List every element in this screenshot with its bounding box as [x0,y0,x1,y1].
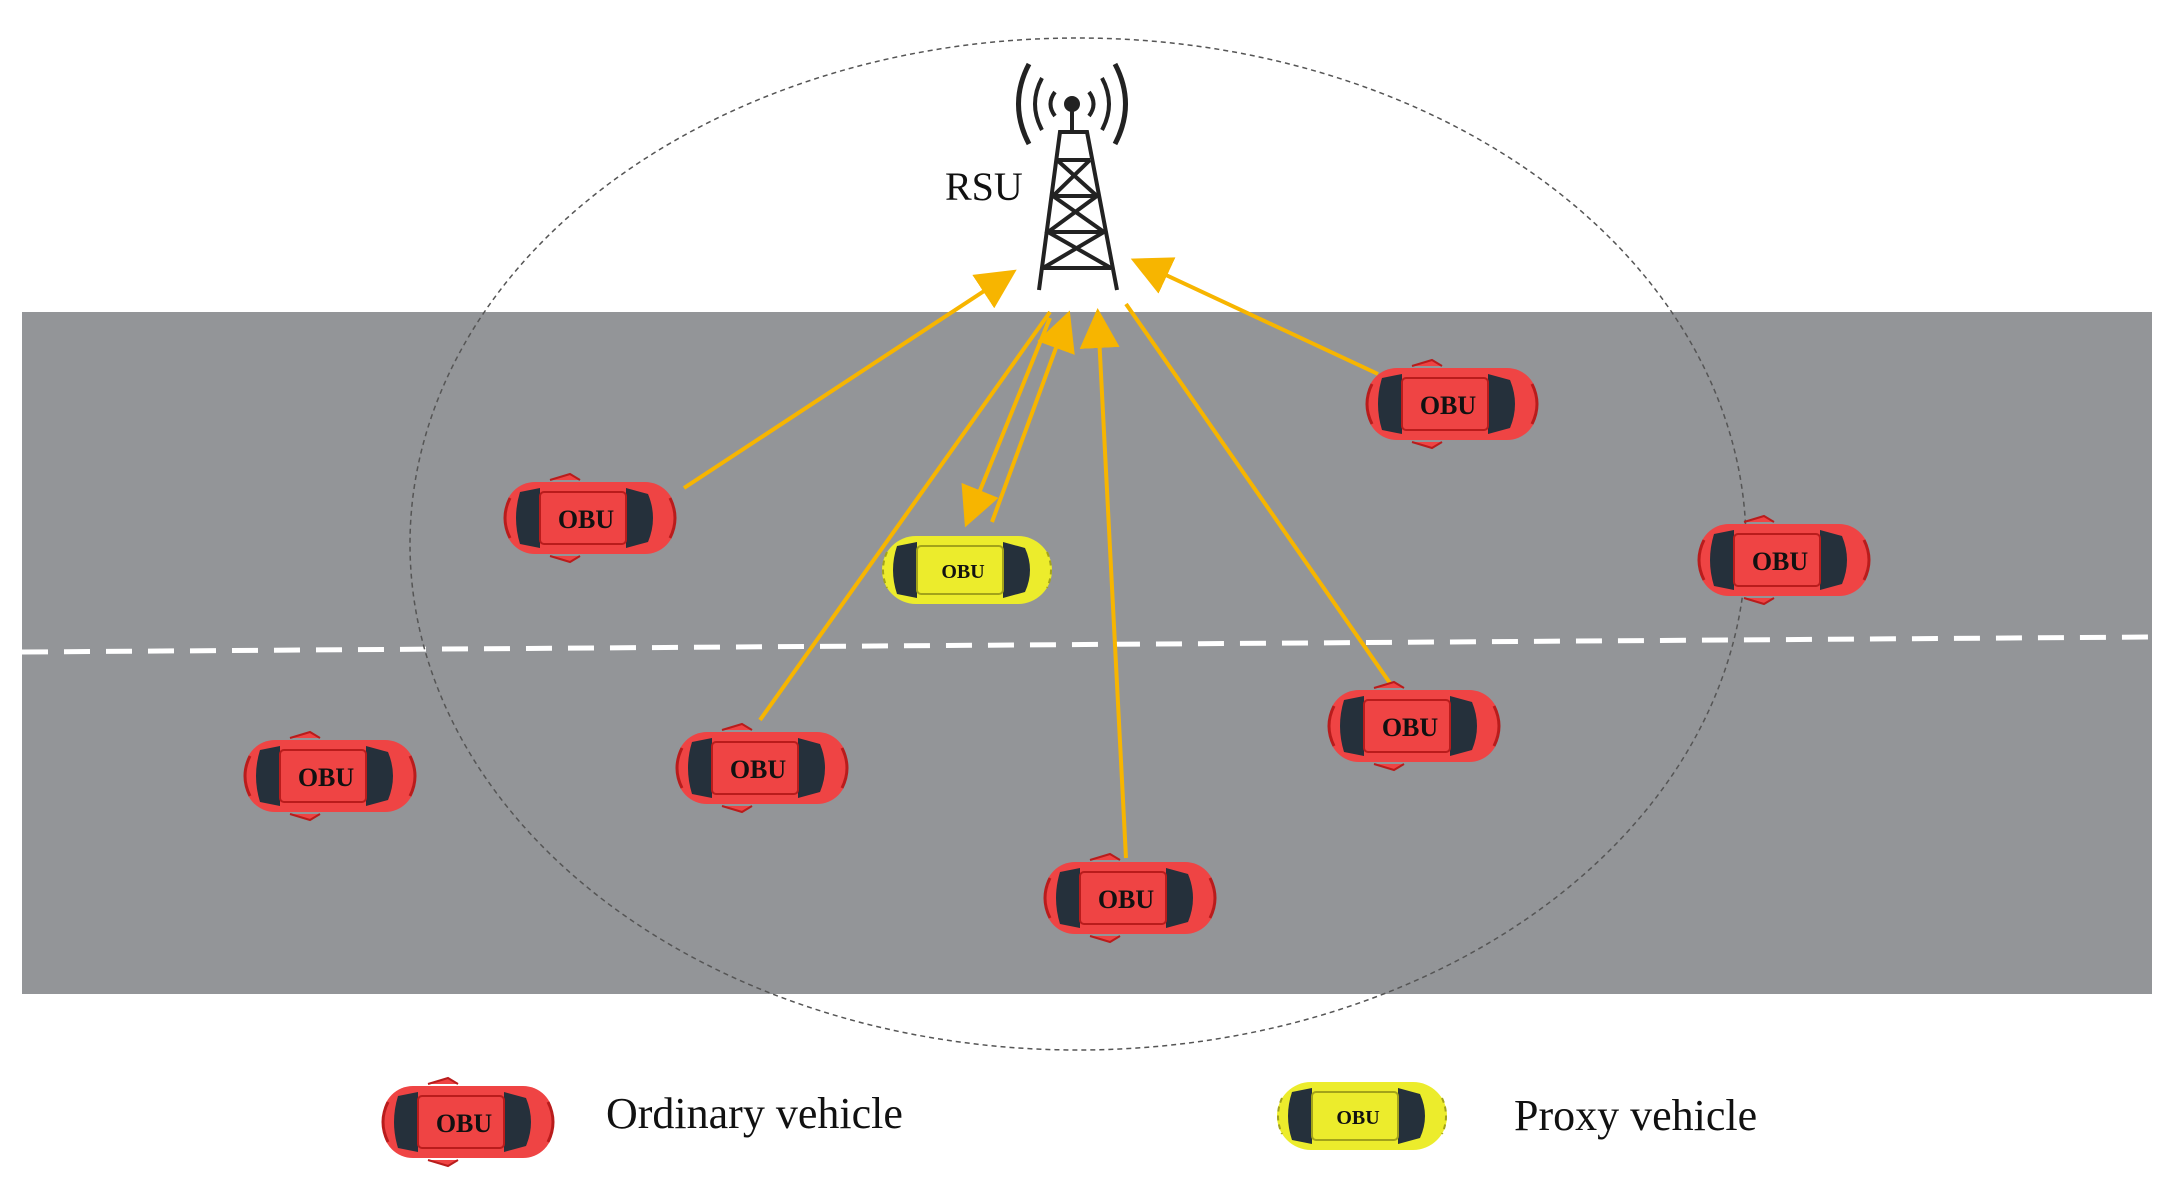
obu-label: OBU [1382,713,1439,742]
obu-label: OBU [1420,391,1477,420]
ordinary-vehicle: OBU [243,730,417,822]
rsu-label: RSU [945,164,1023,209]
link-v5-to-rsu [758,310,1052,722]
obu-label: OBU [941,561,984,583]
obu-label: OBU [436,1109,493,1138]
obu-label: OBU [1752,547,1809,576]
ordinary-vehicle: OBU [503,472,677,564]
ordinary-vehicle: OBU [675,722,849,814]
obu-label: OBU [730,755,787,784]
ordinary-vehicle: OBU [1365,358,1539,450]
ordinary-vehicle: OBU [1697,514,1871,606]
link-proxy-to-rsu [990,310,1075,523]
link-v1-to-rsu [682,269,1017,490]
obu-label: OBU [298,763,355,792]
obu-label: OBU [558,505,615,534]
legend-proxy-vehicle-icon: OBU [1276,1081,1448,1151]
link-v2-to-rsu [1130,257,1379,376]
proxy-vehicle: OBU [881,535,1053,605]
ordinary-vehicle: OBU [1043,852,1217,944]
legend-ordinary-label: Ordinary vehicle [606,1089,903,1138]
obu-label: OBU [1098,885,1155,914]
obu-label: OBU [1336,1107,1379,1129]
ordinary-vehicle: OBU [1327,680,1501,772]
legend-proxy-label: Proxy vehicle [1514,1091,1757,1140]
rsu-tower-icon [1016,62,1128,291]
legend: OBU Ordinary vehicle OBU Proxy vehicle [381,1076,1757,1168]
link-v7-to-rsu [1079,308,1128,859]
lane-marking [21,634,2153,655]
link-v6-to-rsu [1124,302,1394,688]
communication-links [682,257,1394,859]
link-rsu-to-proxy [961,317,1052,528]
legend-ordinary-vehicle-icon: OBU [381,1076,555,1168]
